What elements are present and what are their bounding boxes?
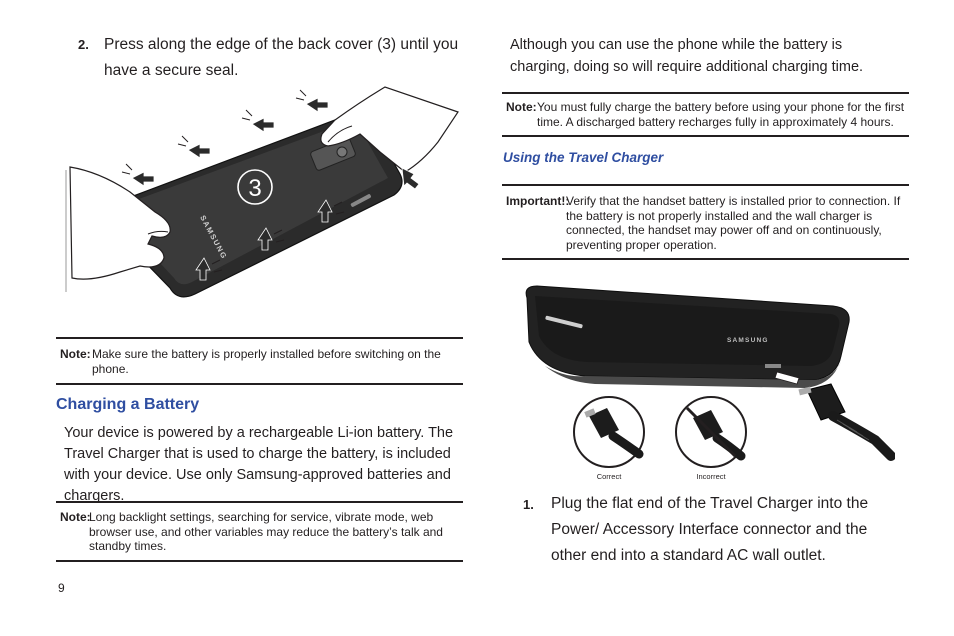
arrow-icon xyxy=(195,257,211,281)
step-2-text: Press along the edge of the back cover (… xyxy=(104,36,459,79)
right-hand xyxy=(320,86,459,173)
right-note-top-rule xyxy=(502,92,909,94)
important-bottom-rule xyxy=(502,258,909,260)
arrow-icon xyxy=(257,227,273,251)
note-2-bottom-rule xyxy=(56,560,463,562)
important-text: Verify that the handset battery is insta… xyxy=(566,194,901,252)
note-2-text: Long backlight settings, searching for s… xyxy=(89,510,443,553)
subsection-title: Using the Travel Charger xyxy=(503,150,664,165)
right-note-bottom-rule xyxy=(502,135,909,137)
callout-3: 3 xyxy=(237,169,273,205)
callout-number: 3 xyxy=(248,175,261,202)
incorrect-orientation: Incorrect xyxy=(675,396,747,481)
step-1-text: Plug the flat end of the Travel Charger … xyxy=(551,495,869,564)
press-arrows xyxy=(131,97,420,281)
prohibited-slash-icon xyxy=(685,406,737,458)
note-2-top-rule xyxy=(56,501,463,503)
step-1-number: 1. xyxy=(523,497,534,512)
charging-time-paragraph: Although you can use the phone while the… xyxy=(510,37,864,75)
back-cover-illustration: SAMSUNG 3 xyxy=(65,86,459,298)
charging-port xyxy=(765,364,781,368)
camera-lens xyxy=(336,146,348,158)
travel-charger-illustration: SAMSUNG Correct Incorrect xyxy=(525,285,895,481)
insert-arrow-icon xyxy=(774,371,800,385)
arrow-icon xyxy=(187,143,211,159)
charger-plug xyxy=(798,383,895,461)
phone-body: SAMSUNG xyxy=(525,285,850,388)
note-2-label: Note: xyxy=(60,510,91,524)
left-hand xyxy=(69,166,171,280)
side-button xyxy=(350,194,372,207)
arrow-icon xyxy=(305,97,329,113)
arrow-icon xyxy=(401,167,420,190)
note-1-text: Make sure the battery is properly instal… xyxy=(92,347,441,376)
arrow-icon xyxy=(131,171,155,187)
motion-lines xyxy=(121,89,345,273)
note-1-top-rule xyxy=(56,337,463,339)
side-button xyxy=(545,315,583,329)
arrow-icon xyxy=(251,117,275,133)
section-title: Charging a Battery xyxy=(56,396,200,413)
note-1-bottom-rule xyxy=(56,383,463,385)
page-number: 9 xyxy=(58,581,65,595)
important-label: Important!: xyxy=(506,194,570,208)
phone-back-cover: SAMSUNG xyxy=(103,116,403,298)
step-2-number: 2. xyxy=(78,37,89,52)
right-note-label: Note: xyxy=(506,100,537,114)
charging-paragraph: Your device is powered by a rechargeable… xyxy=(64,425,454,504)
incorrect-label: Incorrect xyxy=(696,472,726,481)
correct-orientation: Correct xyxy=(573,396,645,481)
correct-label: Correct xyxy=(597,472,623,481)
important-top-rule xyxy=(502,184,909,186)
note-1-label: Note: xyxy=(60,347,91,361)
phone-brand: SAMSUNG xyxy=(727,337,769,344)
arrow-icon xyxy=(317,199,333,223)
right-note-text: You must fully charge the battery before… xyxy=(537,100,905,129)
